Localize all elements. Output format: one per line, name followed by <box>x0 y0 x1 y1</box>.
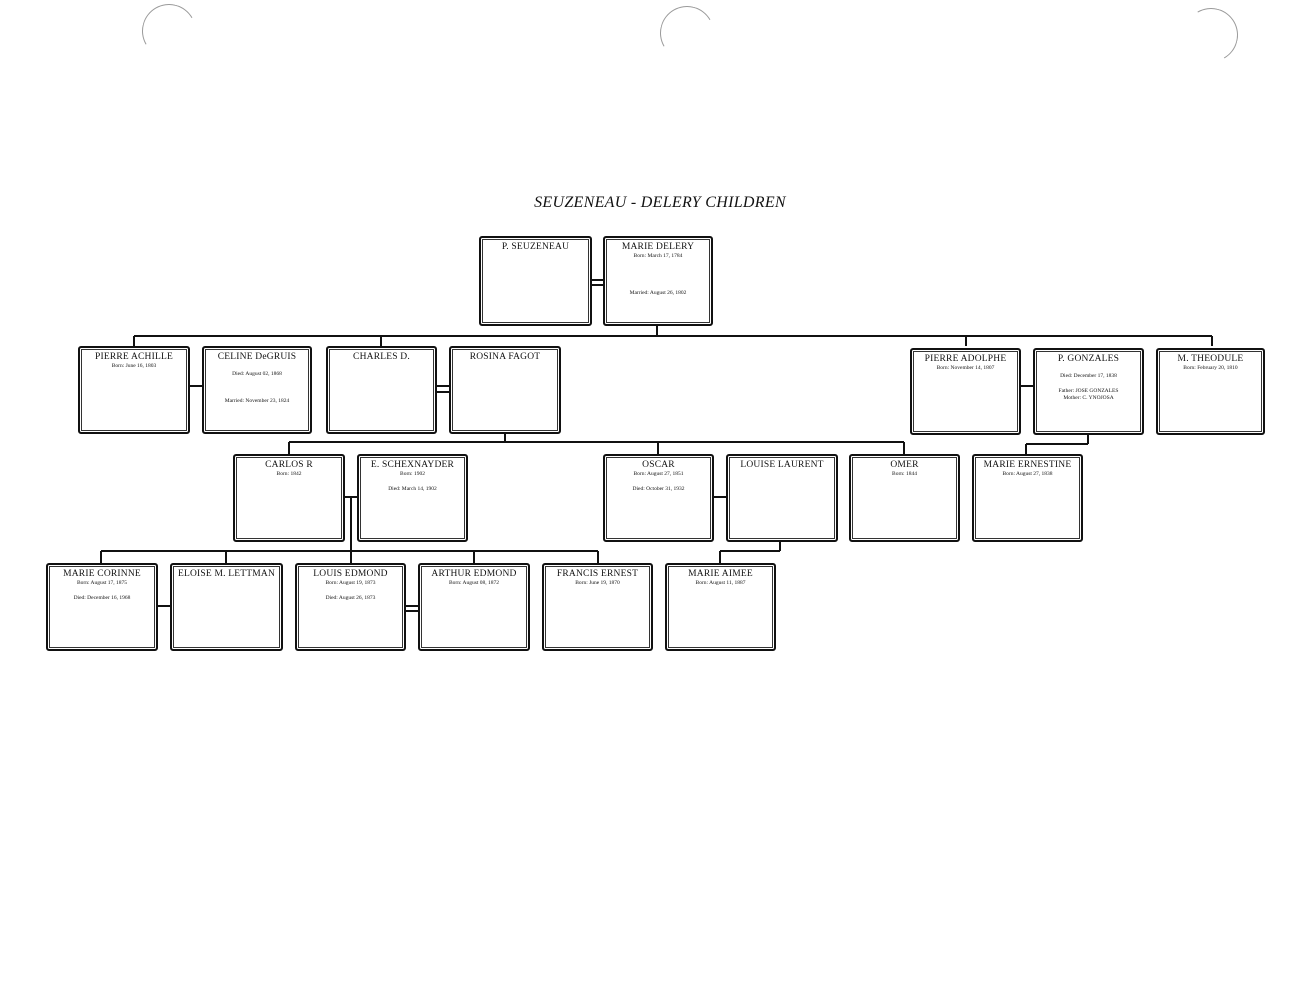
birth-date: Born: 1842 <box>276 471 302 477</box>
birth-date: Born: August 19, 1873 <box>325 580 376 586</box>
mother-name: Mother: C. YNOJOSA <box>1063 395 1114 401</box>
marriage-date: Married: August 26, 1802 <box>629 290 687 296</box>
birth-date: Born: 1902 <box>400 471 425 477</box>
chart-title: SEUZENEAU - DELERY CHILDREN <box>534 194 786 211</box>
birth-date: Born: March 17, 1784 <box>633 253 683 259</box>
person-name: CELINE DeGRUIS <box>217 352 297 362</box>
person-name: P. GONZALES <box>1057 354 1120 364</box>
person-name: ARTHUR EDMOND <box>431 569 517 579</box>
birth-date: Born: June 16, 1803 <box>111 363 157 369</box>
birth-date: Born: February 20, 1810 <box>1183 365 1238 371</box>
person-name: MARIE CORINNE <box>63 569 141 579</box>
person-card-carlos-r: CARLOS R Born: 1842 <box>233 454 345 542</box>
birth-date: Born: August 17, 1875 <box>76 580 128 586</box>
person-name: MARIE AIMEE <box>688 569 753 579</box>
person-name: OMER <box>890 460 919 470</box>
person-card-m-theodule: M. THEODULE Born: February 20, 1810 <box>1156 348 1265 435</box>
birth-date: Born: November 14, 1807 <box>936 365 995 371</box>
person-card-p-seuzeneau: P. SEUZENEAU <box>479 236 592 326</box>
person-name: E. SCHEXNAYDER <box>370 460 455 470</box>
person-name: ROSINA FAGOT <box>469 352 541 362</box>
person-card-pierre-adolphe: PIERRE ADOLPHE Born: November 14, 1807 <box>910 348 1021 435</box>
birth-date: Born: August 27, 1851 <box>633 471 684 477</box>
person-card-marie-delery: MARIE DELERY Born: March 17, 1784 Marrie… <box>603 236 713 326</box>
birth-date: Born: August 11, 1887 <box>695 580 746 586</box>
person-name: PIERRE ADOLPHE <box>924 354 1007 364</box>
person-card-arthur-edmond: ARTHUR EDMOND Born: August 08, 1872 <box>418 563 530 651</box>
person-card-omer: OMER Born: 1844 <box>849 454 960 542</box>
birth-date: Born: August 27, 1838 <box>1002 471 1053 477</box>
death-date: Died: August 02, 1868 <box>232 371 282 377</box>
death-date: Died: October 31, 1932 <box>632 486 685 492</box>
person-name: PIERRE ACHILLE <box>94 352 173 362</box>
person-card-charles-d: CHARLES D. <box>326 346 437 434</box>
person-name: M. THEODULE <box>1177 354 1244 364</box>
person-name: ELOISE M. LETTMAN <box>177 569 276 579</box>
person-card-francis-ernest: FRANCIS ERNEST Born: June 19, 1870 <box>542 563 653 651</box>
birth-date: Born: June 19, 1870 <box>575 580 620 586</box>
birth-date: Born: 1844 <box>892 471 917 477</box>
person-card-eloise-lettman: ELOISE M. LETTMAN <box>170 563 283 651</box>
person-name: P. SEUZENEAU <box>501 242 570 252</box>
person-card-marie-ernestine: MARIE ERNESTINE Born: August 27, 1838 <box>972 454 1083 542</box>
person-name: LOUISE LAURENT <box>740 460 824 470</box>
person-card-pierre-achille: PIERRE ACHILLE Born: June 16, 1803 <box>78 346 190 434</box>
person-name: MARIE ERNESTINE <box>983 460 1072 470</box>
person-card-e-schexnayder: E. SCHEXNAYDER Born: 1902 Died: March 14… <box>357 454 468 542</box>
person-name: MARIE DELERY <box>621 242 695 252</box>
person-name: CHARLES D. <box>353 352 410 362</box>
person-name: CARLOS R <box>265 460 313 470</box>
person-name: LOUIS EDMOND <box>313 569 388 579</box>
person-name: FRANCIS ERNEST <box>556 569 639 579</box>
person-card-louise-laurent: LOUISE LAURENT <box>726 454 838 542</box>
person-card-marie-corinne: MARIE CORINNE Born: August 17, 1875 Died… <box>46 563 158 651</box>
person-name: OSCAR <box>642 460 675 470</box>
person-card-louis-edmond: LOUIS EDMOND Born: August 19, 1873 Died:… <box>295 563 406 651</box>
death-date: Died: December 16, 1968 <box>73 595 131 601</box>
person-card-marie-aimee: MARIE AIMEE Born: August 11, 1887 <box>665 563 776 651</box>
death-date: Died: December 17, 1838 <box>1060 373 1117 379</box>
death-date: Died: August 26, 1873 <box>325 595 376 601</box>
death-date: Died: March 14, 1902 <box>388 486 437 492</box>
birth-date: Born: August 08, 1872 <box>448 580 500 586</box>
person-card-rosina-fagot: ROSINA FAGOT <box>449 346 561 434</box>
person-card-p-gonzales: P. GONZALES Died: December 17, 1838 Fath… <box>1033 348 1144 435</box>
person-card-celine-degruis: CELINE DeGRUIS Died: August 02, 1868 Mar… <box>202 346 312 434</box>
father-name: Father: JOSE GONZALES <box>1058 388 1119 394</box>
person-card-oscar: OSCAR Born: August 27, 1851 Died: Octobe… <box>603 454 714 542</box>
marriage-date: Married: November 23, 1824 <box>224 398 290 404</box>
